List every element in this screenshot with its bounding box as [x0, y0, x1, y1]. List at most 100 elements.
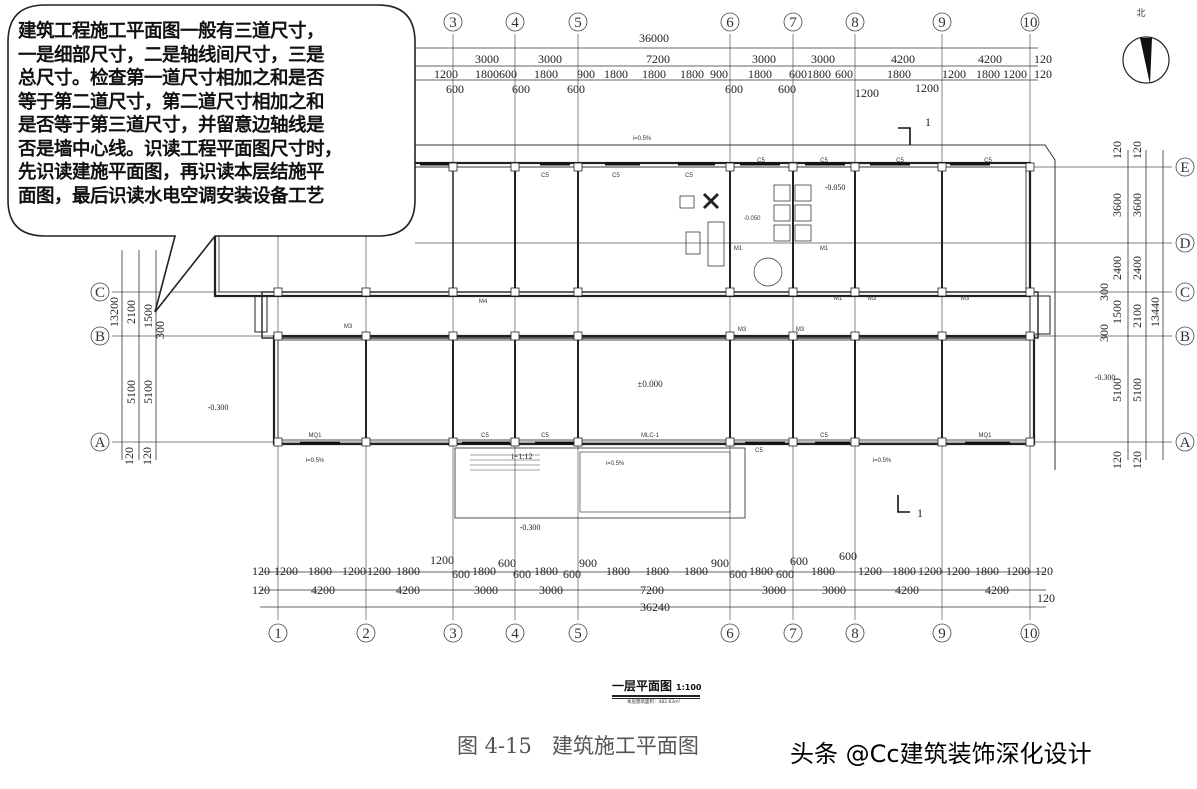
- dimension-inner-left: 120: [140, 447, 154, 465]
- dimension-middle-right: 3600: [1130, 193, 1144, 217]
- dimension-detail-bottom: 900: [711, 556, 729, 570]
- axis-label-3: 3: [449, 626, 457, 642]
- structural-column: [1025, 162, 1035, 172]
- dimension-detail-top: 600: [835, 67, 853, 81]
- structural-column: [510, 331, 520, 341]
- dimension-detail-bottom: 600: [790, 554, 808, 568]
- dimension-detail-bottom: 1800: [534, 564, 558, 578]
- dimension-axis-bottom: 7200: [640, 583, 664, 597]
- axis-label-4: 4: [511, 15, 519, 31]
- structural-column: [937, 331, 947, 341]
- dimension-middle-left: 120: [122, 447, 136, 465]
- structural-column: [788, 331, 798, 341]
- axis-label-6: 6: [726, 626, 734, 642]
- elevation-label: -0.050: [825, 183, 846, 192]
- axis-label-E: E: [1180, 160, 1189, 176]
- callout-line: 面图，最后识读水电空调安装设备工艺: [18, 185, 325, 207]
- chair-icon: [679, 195, 695, 209]
- structural-column: [361, 287, 371, 297]
- dimension-detail-bottom: 1200: [918, 564, 942, 578]
- callout-text: 建筑工程施工平面图一般有三道尺寸， 一是细部尺寸，二是轴线间尺寸，三是 总尺寸。…: [18, 20, 408, 208]
- axis-bubble-3: [443, 12, 463, 32]
- axis-label-C: C: [95, 285, 105, 301]
- dimension-detail-top: 1200: [1003, 67, 1027, 81]
- axis-label-10: 10: [1023, 626, 1038, 642]
- structural-column: [725, 162, 735, 172]
- axis-bubble-10: [1020, 12, 1040, 32]
- structural-column: [361, 437, 371, 447]
- axis-bubble-3: [443, 623, 463, 643]
- callout-line: 先识读建施平面图，再识读本层结施平: [18, 162, 325, 183]
- axis-bubble-6: [720, 623, 740, 643]
- dimension-sub-top: 600: [446, 82, 464, 96]
- axis-label-4: 4: [511, 626, 519, 642]
- ramp-label: i=1:12: [512, 452, 533, 461]
- dimension-inner-right: 1500: [1110, 300, 1124, 324]
- axis-label-6: 6: [726, 15, 734, 31]
- slope-label: i=0.5%: [606, 461, 625, 467]
- structural-column: [725, 331, 735, 341]
- dimension-inner-right: 3600: [1110, 193, 1124, 217]
- dimension-detail-bottom: 600: [729, 567, 747, 581]
- lower-block-wall: [272, 334, 1036, 446]
- dimension-detail-bottom: 1800: [811, 564, 835, 578]
- window-label-c5: C5: [685, 173, 693, 179]
- structural-column: [510, 162, 520, 172]
- toilet-fixture-icon: [773, 184, 791, 202]
- dimension-axis-bottom: 3000: [822, 583, 846, 597]
- dimension-detail-bottom: 1800: [645, 564, 669, 578]
- dimension-middle-left: 5100: [124, 380, 138, 404]
- dimension-inner-left: 300: [153, 321, 167, 339]
- structural-column: [573, 437, 583, 447]
- structural-column: [1025, 331, 1035, 341]
- dimension-inner-right: 300: [1097, 283, 1111, 301]
- structural-column: [273, 287, 283, 297]
- lower-block-inner: [277, 339, 1031, 441]
- dimension-sub-top: 1200: [855, 86, 879, 100]
- axis-bubble-D: [1175, 233, 1195, 253]
- dimension-detail-bottom: 600: [513, 567, 531, 581]
- figure-caption: 图 4-15 建筑施工平面图: [457, 734, 699, 758]
- callout-line: 否是墙中心线。识读工程平面图尺寸时，: [18, 138, 343, 160]
- axis-bubble-A: [90, 432, 110, 452]
- dimension-detail-top: 120: [1034, 67, 1052, 81]
- sofa-icon: [707, 221, 725, 267]
- dimension-detail-bottom: 1800: [684, 564, 708, 578]
- axis-label-7: 7: [789, 626, 797, 642]
- plan-scale: 1:100: [676, 683, 702, 692]
- dimension-detail-bottom: 1200: [946, 564, 970, 578]
- axis-label-B: B: [95, 329, 105, 345]
- dimension-inner-right: 120: [1110, 141, 1124, 159]
- door-label-m3: M3: [738, 327, 747, 333]
- structural-column: [448, 331, 458, 341]
- axis-bubble-E: [1175, 157, 1195, 177]
- axis-label-A: A: [1180, 435, 1191, 451]
- dimension-middle-right: 5100: [1130, 378, 1144, 402]
- dimension-axis-top: 3000: [475, 52, 499, 66]
- dimension-detail-bottom: 1200: [274, 564, 298, 578]
- structural-column: [510, 437, 520, 447]
- dimension-detail-top: 1800: [642, 67, 666, 81]
- dimension-axis-bottom: 3000: [539, 583, 563, 597]
- window-label-c5: C5: [481, 433, 489, 439]
- structural-column: [850, 287, 860, 297]
- section-mark-bottom: [897, 495, 910, 513]
- toilet-fixture-icon: [773, 204, 791, 222]
- door-label-mq1: MQ1: [978, 433, 992, 439]
- dimension-detail-top: 1800: [475, 67, 499, 81]
- axis-bubble-B: [1175, 326, 1195, 346]
- callout-line: 总尺寸。检查第一道尺寸相加之和是否: [18, 68, 325, 89]
- door-label-m1: M1: [834, 296, 843, 302]
- dimension-middle-right: 2100: [1130, 304, 1144, 328]
- dimension-middle-right: 120: [1130, 451, 1144, 469]
- window-label-c5: C5: [541, 173, 549, 179]
- elevation-label: -0.300: [520, 523, 541, 532]
- door-label-mq1: MQ1: [308, 433, 322, 439]
- dimension-total-left: 13200: [107, 297, 121, 327]
- dimension-sub-top: 1200: [915, 81, 939, 95]
- dimension-total-top: 36000: [639, 31, 669, 45]
- dimension-detail-top: 1800: [748, 67, 772, 81]
- north-arrow-icon: [1140, 38, 1152, 84]
